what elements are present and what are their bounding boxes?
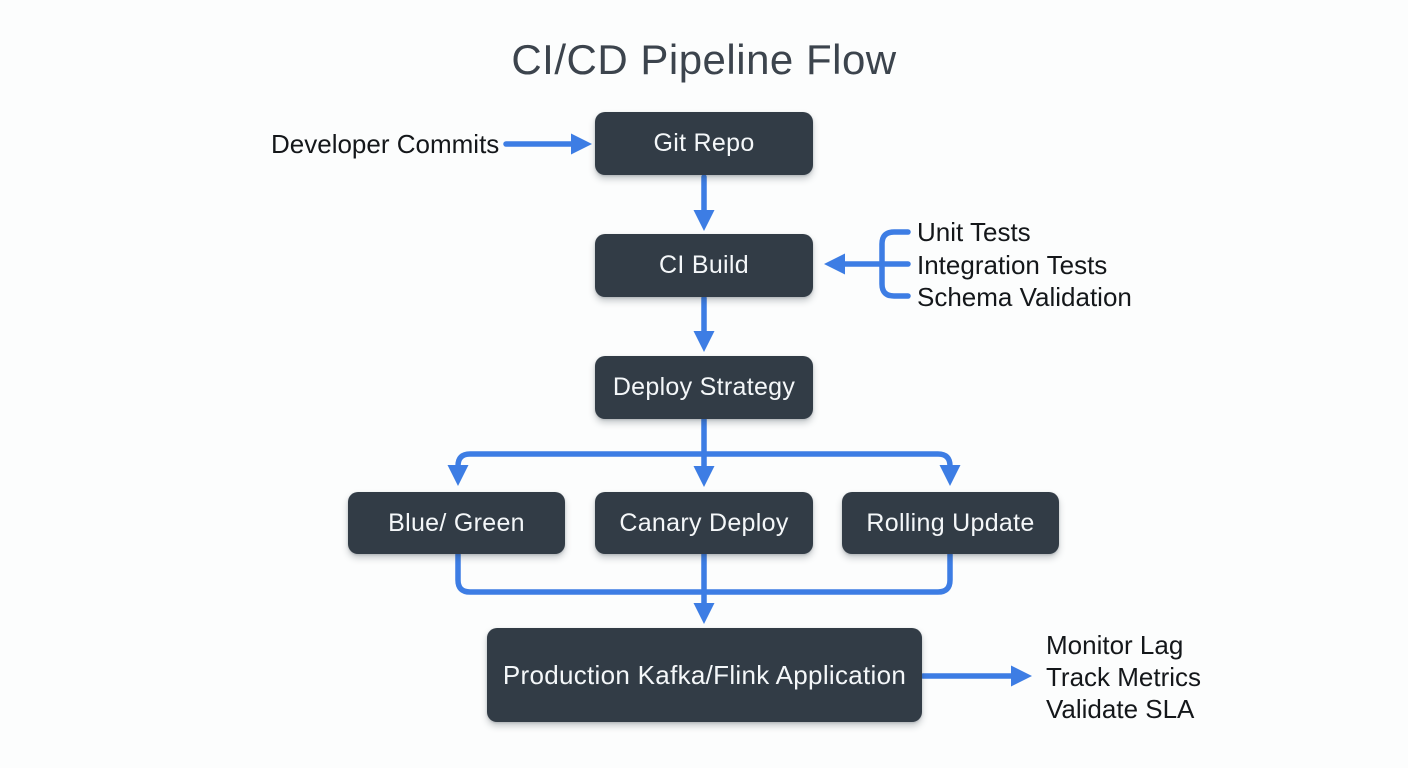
- node-deploy-strategy-label: Deploy Strategy: [612, 373, 796, 401]
- monitoring-item: Track Metrics: [1046, 662, 1202, 692]
- node-rolling-update: Rolling Update: [842, 492, 1059, 554]
- monitoring-item: Monitor Lag: [1046, 630, 1184, 660]
- node-ci-build-label: CI Build: [659, 251, 749, 279]
- node-git-repo-label: Git Repo: [653, 129, 755, 157]
- monitoring-item: Validate SLA: [1046, 694, 1195, 724]
- merge-rolling: [704, 551, 953, 595]
- page-title: CI/CD Pipeline Flow: [511, 36, 897, 83]
- merge-bluegreen: [455, 551, 704, 595]
- node-git-repo: Git Repo: [595, 112, 813, 175]
- tests-bracket: [879, 229, 911, 299]
- node-rolling-update-label: Rolling Update: [866, 508, 1035, 537]
- ci-check-item: Schema Validation: [917, 282, 1132, 312]
- developer-commits-label: Developer Commits: [271, 129, 500, 159]
- node-production: Production Kafka/Flink Application: [487, 628, 922, 722]
- node-blue-green: Blue/ Green: [348, 492, 565, 554]
- arrow-deploy-to-rolling: [701, 451, 961, 486]
- arrow-deploy-to-bluegreen: [447, 451, 707, 486]
- node-blue-green-label: Blue/ Green: [388, 508, 525, 537]
- node-canary-deploy-label: Canary Deploy: [619, 508, 789, 537]
- ci-check-item: Integration Tests: [917, 249, 1108, 280]
- node-ci-build: CI Build: [595, 234, 813, 297]
- node-deploy-strategy: Deploy Strategy: [595, 356, 813, 419]
- node-canary-deploy: Canary Deploy: [595, 492, 813, 554]
- ci-checks-list: Unit Tests Integration Tests Schema Vali…: [917, 216, 1132, 314]
- node-production-label: Production Kafka/Flink Application: [502, 659, 907, 690]
- ci-check-item: Unit Tests: [917, 217, 1031, 247]
- monitoring-list: Monitor Lag Track Metrics Validate SLA: [1046, 629, 1201, 725]
